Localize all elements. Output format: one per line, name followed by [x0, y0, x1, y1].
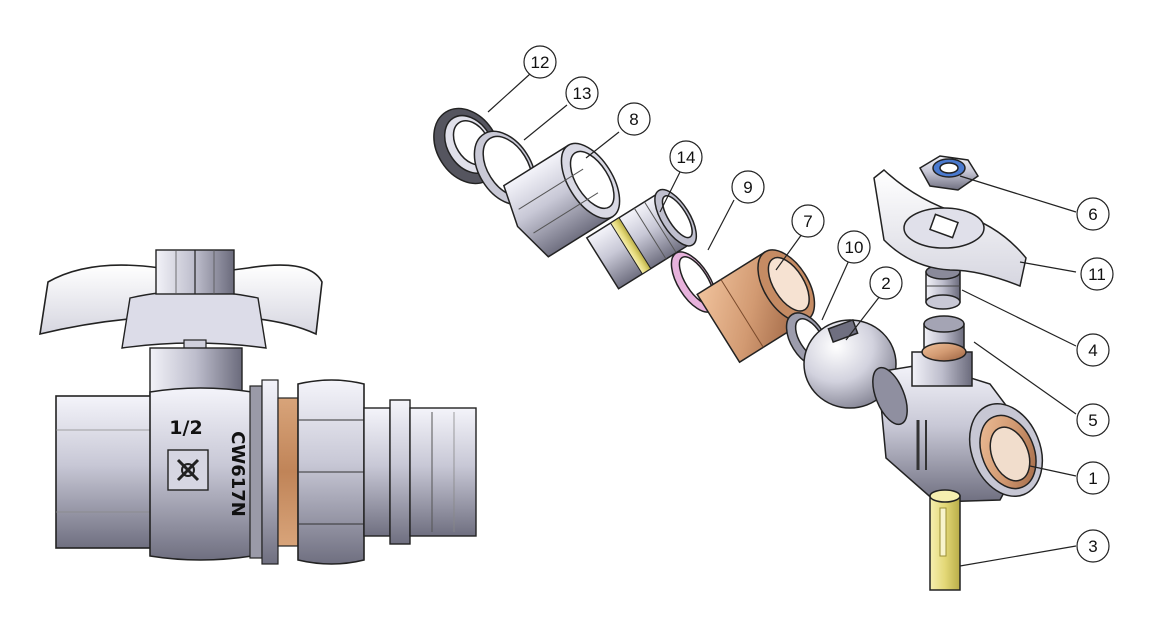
- material-marking: CW617N: [227, 431, 248, 517]
- callout-13: 13: [565, 76, 599, 110]
- callout-11: 11: [1080, 257, 1114, 291]
- part-11-handle: [873, 169, 1027, 288]
- callout-6: 6: [1076, 197, 1110, 231]
- svg-text:4: 4: [1088, 341, 1097, 360]
- callout-14: 14: [669, 140, 703, 174]
- part-8-union-nut: [502, 142, 621, 258]
- part-1-valve-body: [872, 351, 1044, 503]
- leader-lines: [487, 73, 1077, 567]
- callout-12: 12: [523, 45, 557, 79]
- svg-text:10: 10: [845, 238, 864, 257]
- callout-2: 2: [869, 266, 903, 300]
- callout-1: 1: [1076, 461, 1110, 495]
- valve-body-left: [55, 395, 161, 549]
- callouts: 12 13 8 14 9 7 10 2: [523, 45, 1114, 563]
- svg-text:11: 11: [1088, 265, 1106, 284]
- part-7-copper-sleeve: [696, 249, 816, 364]
- callout-7: 7: [791, 204, 825, 238]
- part-14-tail: [585, 188, 698, 290]
- callout-5: 5: [1076, 403, 1110, 437]
- svg-text:1: 1: [1088, 469, 1097, 488]
- size-marking: 1/2: [169, 417, 202, 439]
- svg-text:14: 14: [677, 148, 696, 167]
- svg-text:5: 5: [1088, 411, 1097, 430]
- part-6-nut: [918, 155, 980, 191]
- svg-text:13: 13: [573, 84, 592, 103]
- callout-9: 9: [731, 170, 765, 204]
- assembled-valve: 1/2 CW617N: [39, 249, 477, 565]
- callout-4: 4: [1076, 333, 1110, 367]
- part-4-bushing: [925, 264, 961, 310]
- svg-text:9: 9: [743, 178, 752, 197]
- svg-text:3: 3: [1088, 537, 1097, 556]
- exploded-parts: [433, 107, 1044, 591]
- callout-3: 3: [1076, 529, 1110, 563]
- part-3-key: [929, 489, 961, 591]
- svg-text:8: 8: [629, 110, 638, 129]
- part-5-stem: [921, 315, 967, 362]
- svg-text:6: 6: [1088, 205, 1097, 224]
- svg-text:2: 2: [881, 274, 890, 293]
- svg-text:12: 12: [531, 53, 550, 72]
- svg-text:7: 7: [803, 212, 812, 231]
- callout-8: 8: [617, 102, 651, 136]
- callout-10: 10: [837, 230, 871, 264]
- copper-ring: [277, 397, 299, 547]
